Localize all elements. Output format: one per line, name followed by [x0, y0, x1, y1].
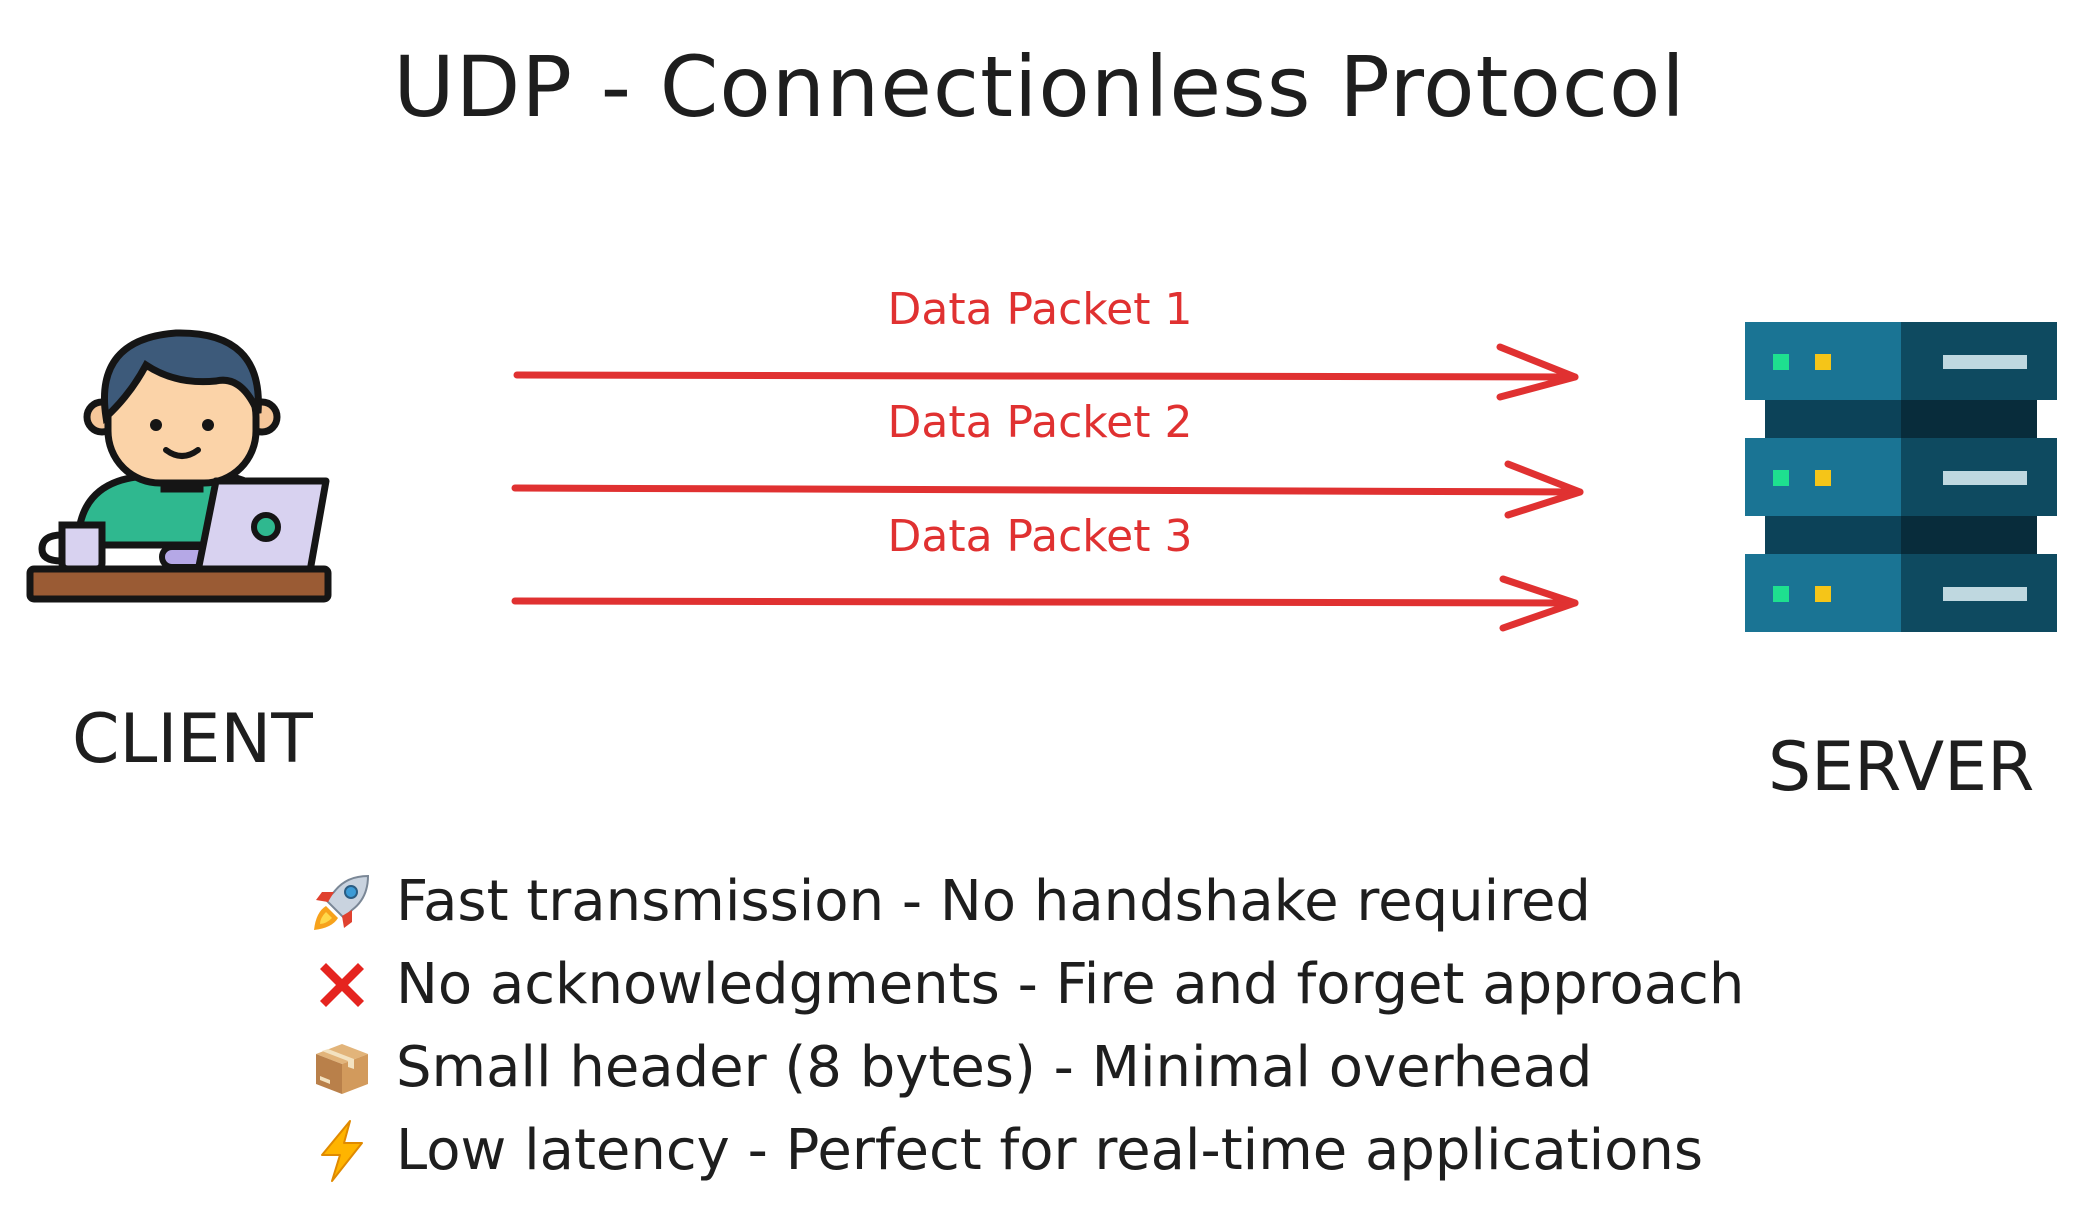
- person-at-laptop-icon: [26, 325, 336, 609]
- packet-arrow-2: [511, 460, 1584, 519]
- package-icon: [308, 1034, 376, 1102]
- lightning-icon: [308, 1117, 376, 1185]
- diagram-title: UDP - Connectionless Protocol: [393, 38, 1686, 136]
- client-label: CLIENT: [72, 700, 313, 779]
- server-rack-icon: [1745, 322, 2057, 638]
- feature-text-no-ack: No acknowledgments - Fire and forget app…: [396, 952, 1745, 1017]
- feature-item-no-ack: No acknowledgments - Fire and forget app…: [308, 943, 1808, 1026]
- packet-label-2: Data Packet 2: [887, 397, 1193, 448]
- server-label: SERVER: [1768, 728, 2035, 807]
- packet-label-1: Data Packet 1: [887, 284, 1193, 335]
- feature-item-fast: Fast transmission - No handshake require…: [308, 860, 1808, 943]
- packet-arrow-1: [513, 343, 1579, 401]
- feature-text-latency: Low latency - Perfect for real-time appl…: [396, 1118, 1704, 1183]
- feature-item-latency: Low latency - Perfect for real-time appl…: [308, 1109, 1808, 1192]
- packet-label-3: Data Packet 3: [887, 511, 1193, 562]
- feature-list: Fast transmission - No handshake require…: [308, 860, 1808, 1192]
- packet-arrow-3: [511, 575, 1579, 632]
- feature-text-header: Small header (8 bytes) - Minimal overhea…: [396, 1035, 1593, 1100]
- red-cross-icon: [308, 951, 376, 1019]
- feature-text-fast: Fast transmission - No handshake require…: [396, 869, 1591, 934]
- rocket-icon: [308, 868, 376, 936]
- feature-item-header: Small header (8 bytes) - Minimal overhea…: [308, 1026, 1808, 1109]
